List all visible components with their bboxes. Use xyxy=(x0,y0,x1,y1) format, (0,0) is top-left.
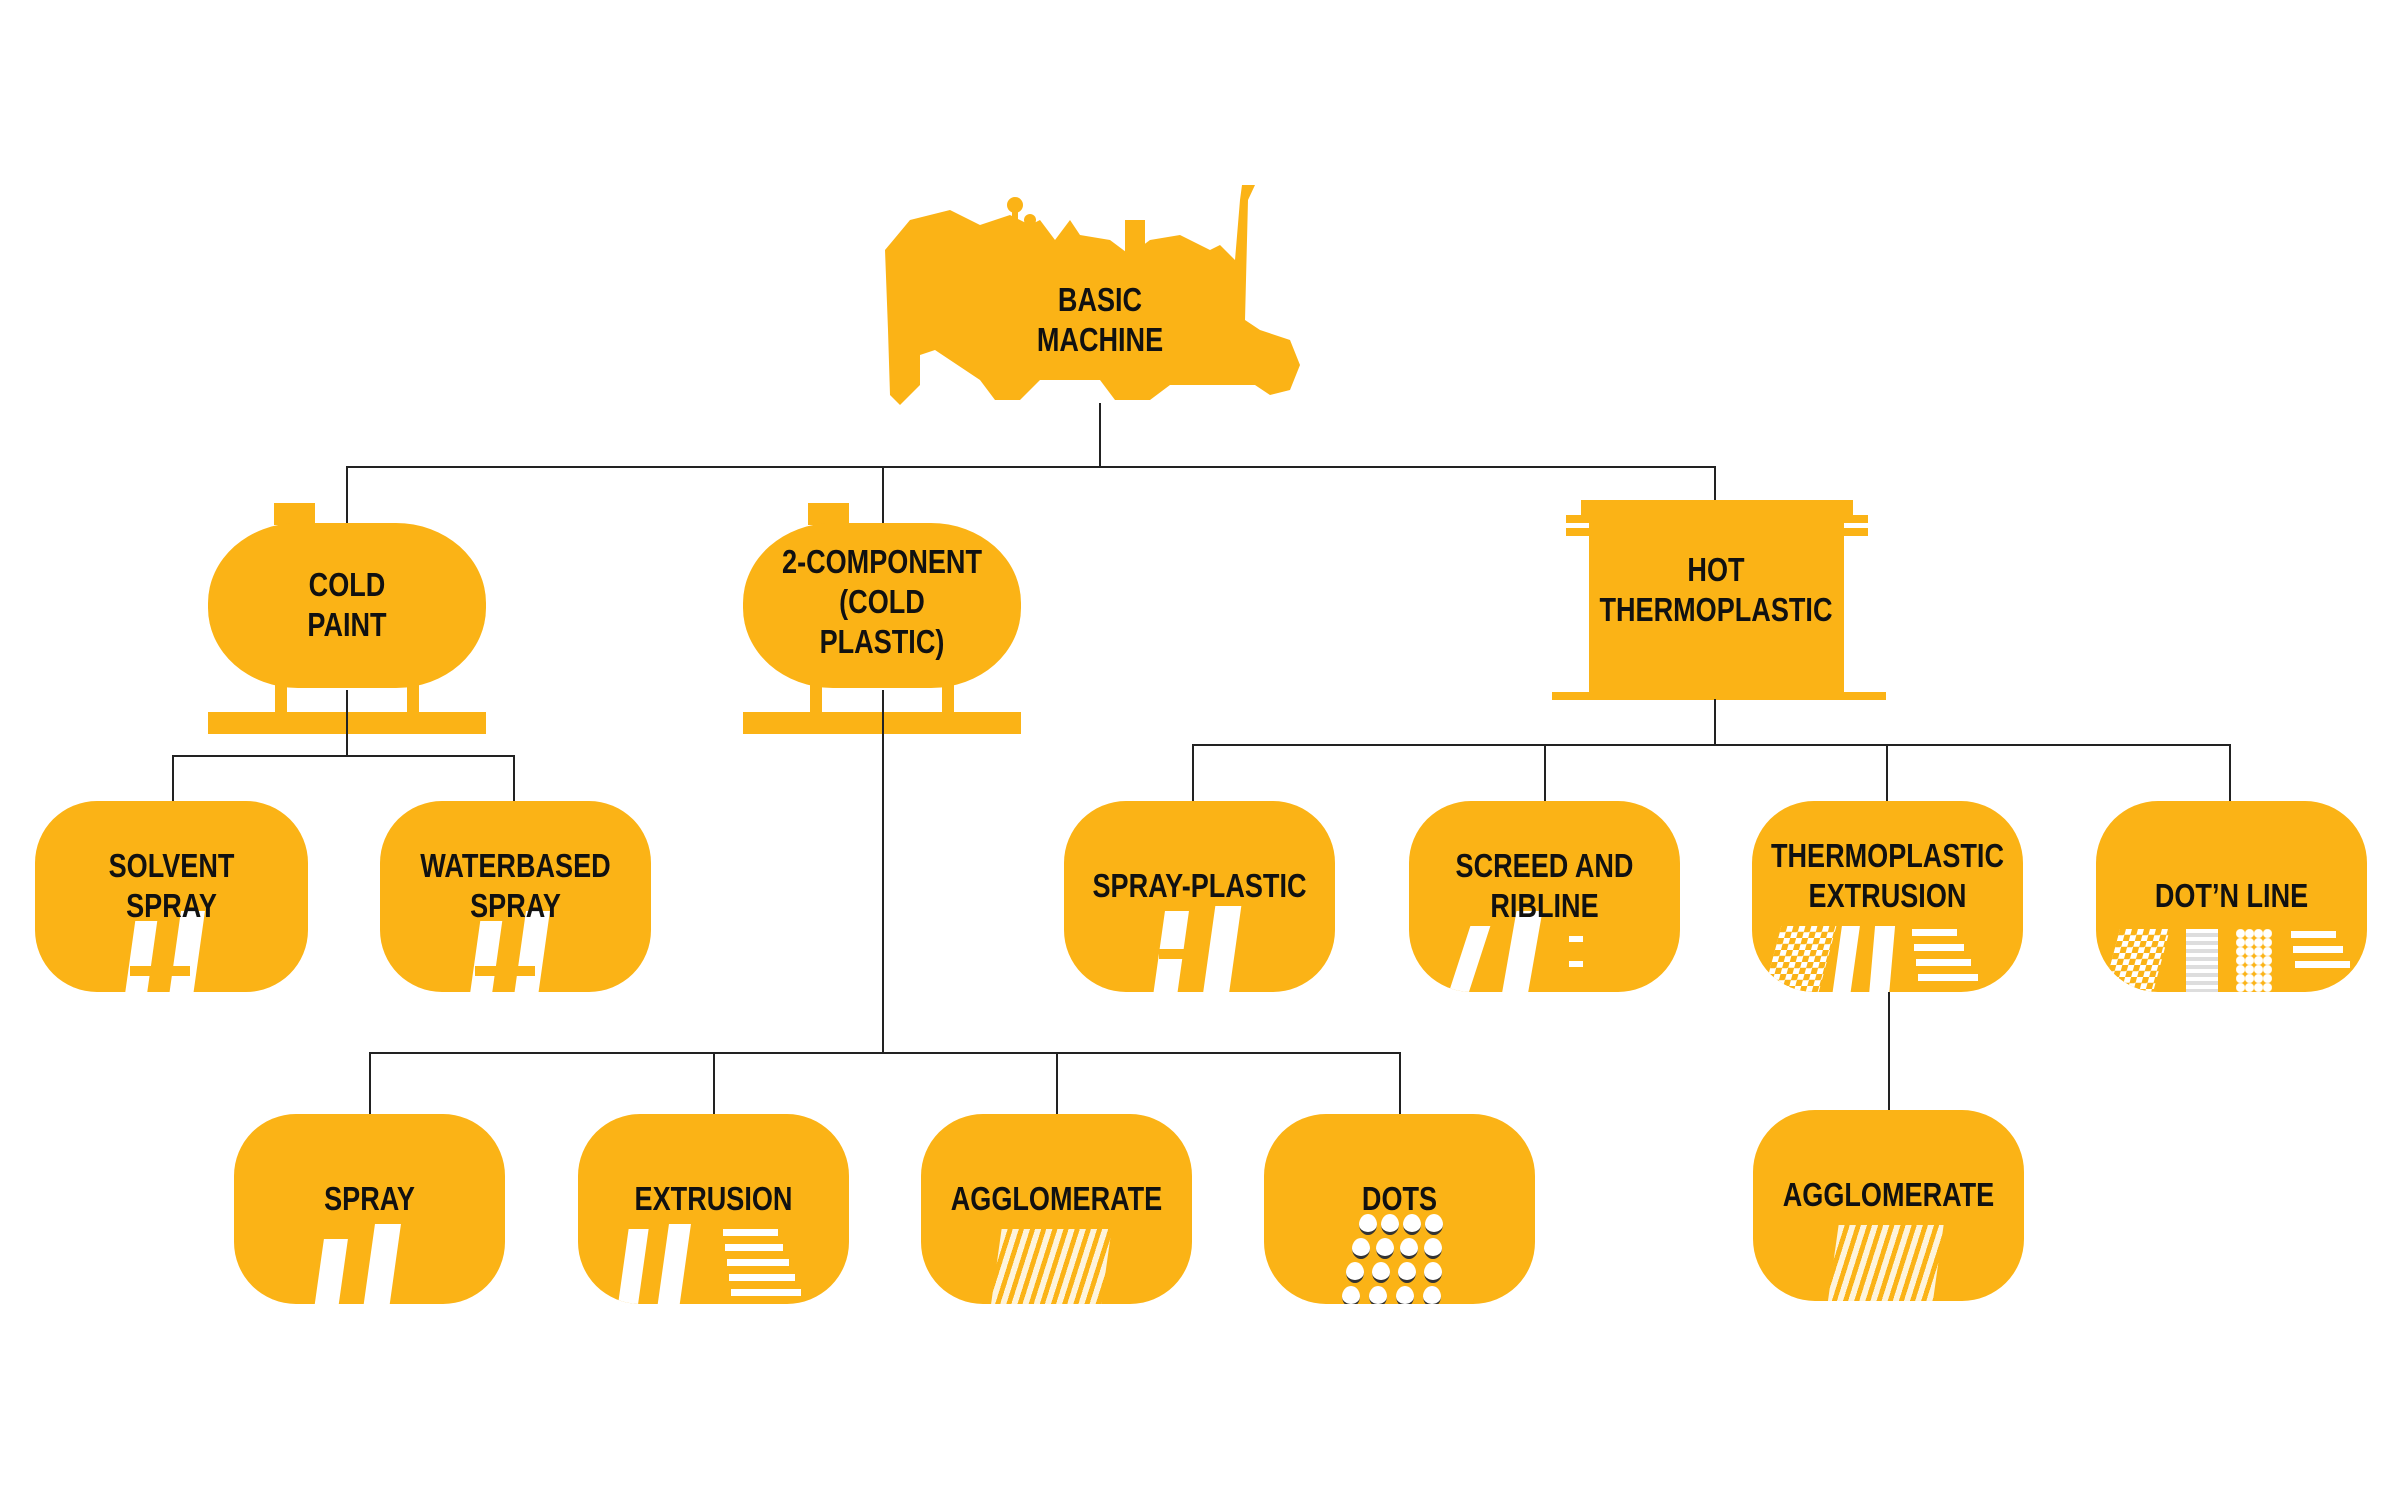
solvent-spray-node: SOLVENT SPRAY xyxy=(35,801,308,992)
solvent-spray-label: SOLVENT SPRAY xyxy=(108,847,235,924)
agglomerate-label: AGGLOMERATE xyxy=(950,1180,1163,1217)
two-component-dots-node: DOTS xyxy=(1264,1114,1535,1304)
connector xyxy=(346,690,348,756)
agglomerate-label: AGGLOMERATE xyxy=(1782,1176,1995,1213)
screed-and-ribline-node: SCREED AND RIBLINE xyxy=(1409,801,1680,992)
connector xyxy=(1056,1052,1058,1114)
waterbased-spray-label: WATERBASED SPRAY xyxy=(420,847,611,924)
connector xyxy=(1888,990,1890,1112)
two-component-label: 2-COMPONENT (COLD PLASTIC) xyxy=(782,543,982,660)
connector xyxy=(1886,744,1888,801)
hot-thermoplastic-label: HOT THERMOPLASTIC xyxy=(1599,551,1833,628)
basic-machine-label: BASIC MACHINE xyxy=(1036,281,1164,358)
dot-n-line-node: DOT’N LINE xyxy=(2096,801,2367,992)
two-component-agglomerate-node: AGGLOMERATE xyxy=(921,1114,1192,1304)
connector xyxy=(346,466,348,526)
dot-n-line-label: DOT’N LINE xyxy=(2154,877,2309,914)
connector xyxy=(1544,744,1546,801)
cold-paint-label: COLD PAINT xyxy=(307,566,387,643)
connector xyxy=(513,755,515,801)
spray-label: SPRAY xyxy=(324,1180,415,1217)
connector xyxy=(1714,466,1716,506)
spray-plastic-node: SPRAY-PLASTIC xyxy=(1064,801,1335,992)
thermoplastic-extrusion-node: THERMOPLASTIC EXTRUSION xyxy=(1752,801,2023,992)
connector xyxy=(369,1052,1401,1054)
two-component-spray-node: SPRAY xyxy=(234,1114,505,1304)
connector xyxy=(882,690,884,1053)
connector xyxy=(172,755,174,801)
thermoplastic-agglomerate-node: AGGLOMERATE xyxy=(1753,1110,2024,1301)
connector xyxy=(1192,744,1194,801)
connector xyxy=(713,1052,715,1114)
dots-label: DOTS xyxy=(1361,1180,1438,1217)
connector xyxy=(1714,699,1716,745)
connector xyxy=(346,466,1716,468)
connector xyxy=(1399,1052,1401,1114)
connector xyxy=(172,755,515,757)
connector xyxy=(1099,403,1101,467)
extrusion-label: EXTRUSION xyxy=(634,1180,793,1217)
connector xyxy=(882,466,884,526)
two-component-extrusion-node: EXTRUSION xyxy=(578,1114,849,1304)
connector xyxy=(2229,744,2231,801)
waterbased-spray-node: WATERBASED SPRAY xyxy=(380,801,651,992)
connector xyxy=(1192,744,2231,746)
connector xyxy=(369,1052,371,1114)
road-marking-machine-icon xyxy=(885,185,1300,405)
spray-plastic-label: SPRAY-PLASTIC xyxy=(1092,867,1307,904)
screed-and-ribline-label: SCREED AND RIBLINE xyxy=(1455,847,1634,924)
thermoplastic-extrusion-label: THERMOPLASTIC EXTRUSION xyxy=(1770,837,2005,914)
